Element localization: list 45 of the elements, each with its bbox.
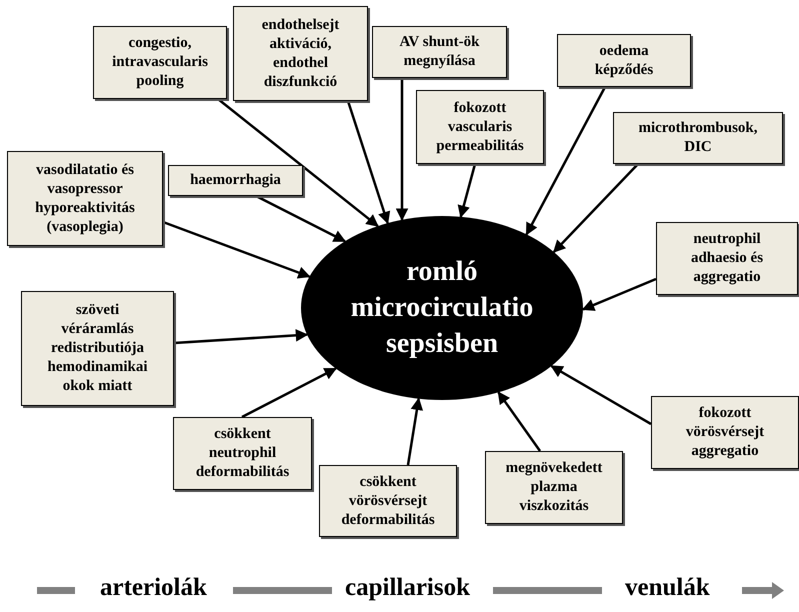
text-box: [613, 112, 783, 164]
node-text: csökkent vörösvérsejt deformabilitás: [340, 472, 436, 530]
arrow: [497, 391, 542, 452]
arrow: [525, 86, 606, 236]
node-text: fokozott vörösvérsejt aggregatio: [684, 404, 766, 461]
arrow: [552, 163, 639, 253]
arrow: [458, 164, 476, 218]
text-box: [557, 34, 691, 87]
text-box: [233, 6, 368, 101]
node-text: csökkent neutrophil deformabilitás: [194, 425, 290, 482]
text-box: [319, 465, 457, 537]
node-text: endothelsejt aktiváció, endothel diszfunkció: [260, 16, 340, 92]
node-text: fokozott vascularis permeabilitás: [435, 98, 525, 156]
vessel-label: venulák: [625, 573, 710, 603]
text-box: [656, 222, 798, 295]
text-box: [651, 396, 799, 469]
text-box: [173, 417, 312, 490]
arrow: [406, 398, 424, 466]
node-text: romló microcirculatio sepsisben: [350, 255, 534, 361]
arrow: [346, 100, 390, 224]
text-box: [485, 451, 623, 524]
text-box: [7, 151, 163, 246]
node-text: oedema képződés: [594, 42, 654, 80]
node-text: neutrophil adhaesio és aggregatio: [690, 230, 764, 287]
arrow: [550, 364, 652, 426]
vessel-label: capillarisok: [345, 573, 470, 603]
text-box: [21, 291, 174, 406]
arrow: [396, 78, 408, 222]
node-text: AV shunt-ök megnyílása: [398, 33, 480, 71]
node-text: haemorrhagia: [190, 171, 281, 190]
arrow: [174, 329, 308, 344]
text-box: [416, 90, 544, 164]
arrow: [217, 98, 379, 228]
node-text: microthrombusok, DIC: [637, 119, 759, 157]
arrow: [162, 220, 311, 279]
arrow: [241, 367, 337, 418]
node-text: congestio, intravascularis pooling: [111, 34, 209, 91]
node-text: szöveti véráramlás redistributiója hemodinamikai okok miatt: [46, 301, 149, 396]
node-text: vasodilatatio és vasopressor hyporeaktivitás (vasoplegia): [34, 160, 136, 236]
node-text: megnövekedett plazma viszkozitás: [504, 459, 604, 516]
vessel-label: arteriolák: [100, 573, 207, 603]
text-box: [372, 26, 507, 78]
text-box: [93, 26, 227, 99]
text-box: [168, 165, 303, 196]
arrow: [582, 278, 656, 311]
